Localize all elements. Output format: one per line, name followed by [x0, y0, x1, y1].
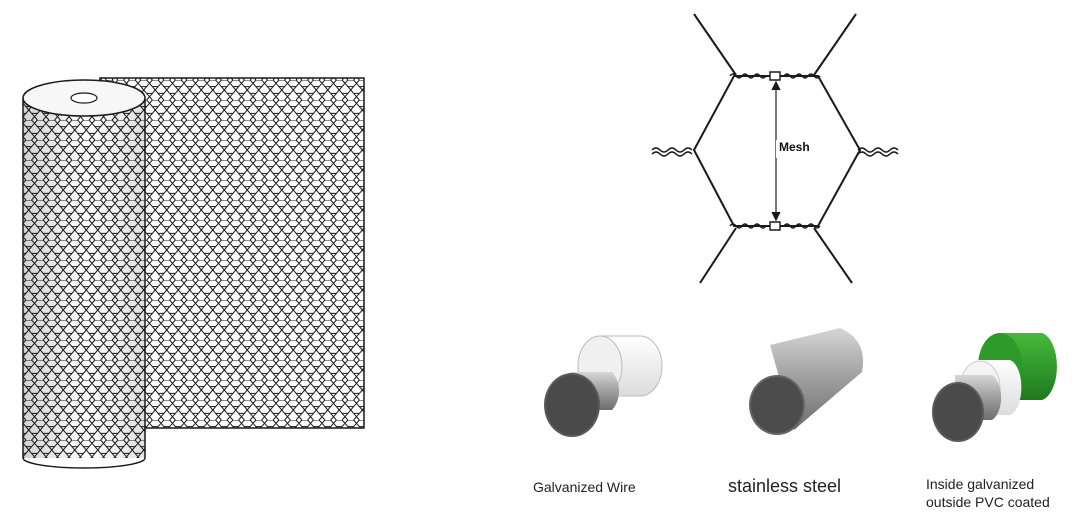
pvc-coated-label-line1: Inside galvanized	[926, 476, 1035, 492]
roll-core-hole	[70, 92, 98, 104]
twist-right	[857, 147, 899, 157]
hexagon-detail	[651, 13, 899, 284]
mesh-roll	[22, 77, 365, 469]
stainless-steel-label: stainless steel	[728, 476, 842, 496]
pvc-coated-wire-icon	[932, 333, 1057, 442]
mesh-label: Mesh	[779, 140, 810, 154]
roll-bottom-edge	[22, 457, 146, 469]
twist-left	[651, 147, 693, 157]
twist-top	[729, 71, 821, 81]
pvc-coated-label-line2: outside PVC coated	[926, 494, 1050, 510]
pvc-coated-label: Inside galvanized outside PVC coated	[926, 475, 1074, 511]
galvanized-wire-label: Galvanized Wire	[533, 479, 636, 495]
galvanized-wire-icon	[544, 335, 663, 437]
stainless-steel-wire-icon	[749, 328, 864, 435]
twist-bottom	[729, 221, 821, 231]
